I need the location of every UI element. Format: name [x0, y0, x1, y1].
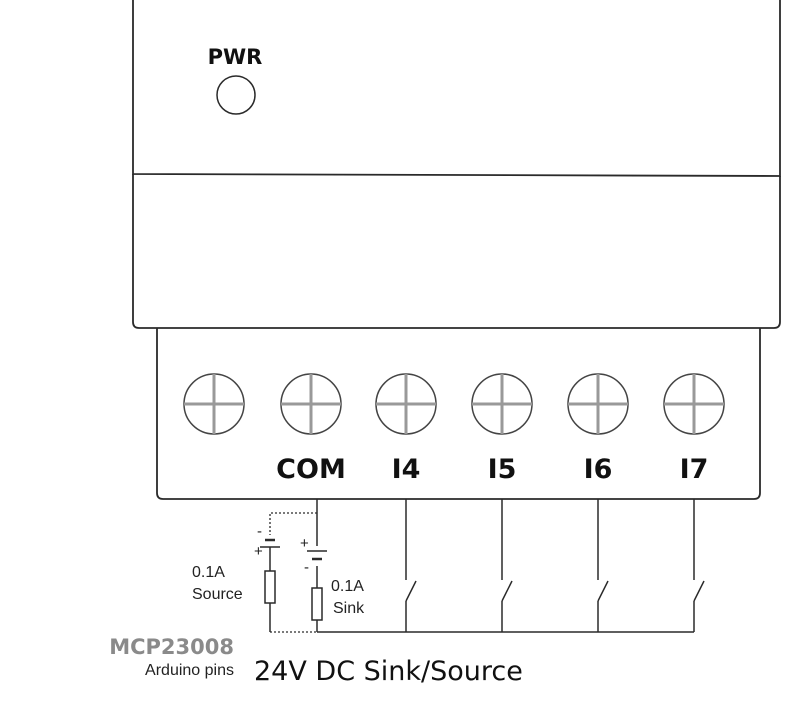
arduino-pins-label: Arduino pins	[145, 662, 234, 679]
terminal-label-i4: I4	[392, 454, 421, 485]
source-fuse-symbol	[264, 570, 276, 604]
source-minus-sign: -	[257, 523, 262, 540]
sink-battery-symbol	[307, 550, 327, 561]
terminal-block	[156, 328, 761, 500]
power-led-label: PWR	[208, 45, 263, 69]
source-dotted-link	[269, 512, 317, 535]
terminal-screw-i4	[375, 373, 437, 435]
input-switch-i5	[501, 499, 513, 632]
terminal-label-i5: I5	[488, 454, 517, 485]
terminal-screw-i5	[471, 373, 533, 435]
input-switch-i6	[597, 499, 609, 632]
source-rating-label: 0.1A	[192, 564, 225, 581]
sink-rating-label: 0.1A	[331, 578, 364, 595]
terminal-screw-i7	[663, 373, 725, 435]
input-switch-i4	[405, 499, 417, 632]
sink-mode-label: Sink	[333, 600, 365, 617]
source-mode-label: Source	[192, 586, 243, 603]
sink-minus-sign: -	[304, 559, 309, 576]
supply-caption: 24V DC Sink/Source	[254, 656, 523, 687]
sink-plus-sign: +	[300, 535, 309, 552]
terminal-label-i6: I6	[584, 454, 613, 485]
terminal-screw-i6	[567, 373, 629, 435]
sink-fuse-symbol	[311, 587, 323, 621]
terminal-label-com: COM	[276, 454, 346, 485]
terminal-screw-com	[280, 373, 342, 435]
mcp-chip-label: MCP23008	[109, 635, 234, 659]
module-upper-body	[132, 0, 781, 177]
source-battery-symbol	[260, 538, 280, 548]
power-led: PWR	[208, 45, 263, 115]
terminal-label-i7: I7	[680, 454, 709, 485]
input-switch-i7	[693, 499, 705, 632]
power-led-indicator	[216, 75, 256, 115]
module-lower-body	[132, 174, 781, 329]
source-plus-sign: +	[254, 543, 263, 560]
terminal-screw-unused	[183, 373, 245, 435]
